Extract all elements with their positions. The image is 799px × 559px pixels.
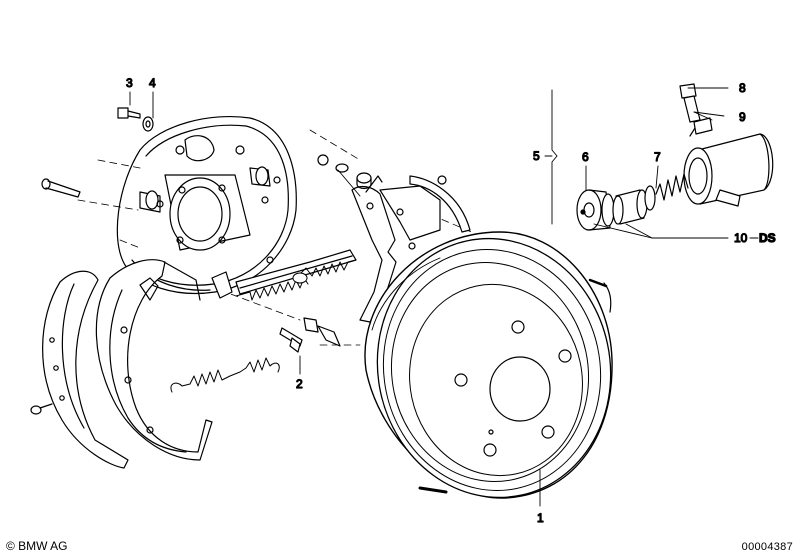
label-part-7: 7 [654, 150, 661, 164]
label-part-10: 10 [734, 231, 748, 245]
label-part-2: 2 [296, 377, 303, 391]
washer-part-4 [142, 116, 154, 132]
long-bolt-left [41, 178, 81, 198]
bolt-part-2 [279, 327, 303, 353]
copyright-notice: © BMW AG [6, 539, 68, 553]
label-part-8: 8 [739, 81, 746, 95]
nut-part-2 [303, 317, 341, 347]
bolt-part-3 [117, 107, 141, 119]
bleed-valve-part-8 [679, 83, 701, 123]
label-ds: DS [759, 231, 776, 245]
label-part-5: 5 [533, 149, 540, 163]
drawing-number: 00004387 [741, 541, 793, 553]
adjuster-strut [211, 249, 357, 299]
small-nut-top [317, 154, 349, 173]
shoe-pin-bottom [30, 403, 53, 415]
label-part-4: 4 [149, 76, 156, 90]
label-part-3: 3 [126, 76, 133, 90]
boot-part-6 [576, 189, 615, 231]
brake-shoe-left [42, 270, 129, 469]
dust-cap-part-9 [693, 117, 713, 135]
brake-cable-guide [379, 175, 471, 250]
brake-shoe-right [95, 259, 213, 461]
piston-and-spring-part-7 [612, 173, 689, 225]
label-part-9: 9 [739, 110, 746, 124]
label-part-6: 6 [582, 150, 589, 164]
brake-drum-part-1 [364, 231, 613, 499]
backing-plate [116, 115, 297, 295]
upper-return-spring [235, 259, 357, 301]
label-leaders [337, 87, 729, 239]
label-part-1: 1 [537, 511, 544, 525]
spacer-sleeve [356, 172, 372, 190]
lower-return-spring [170, 357, 280, 393]
